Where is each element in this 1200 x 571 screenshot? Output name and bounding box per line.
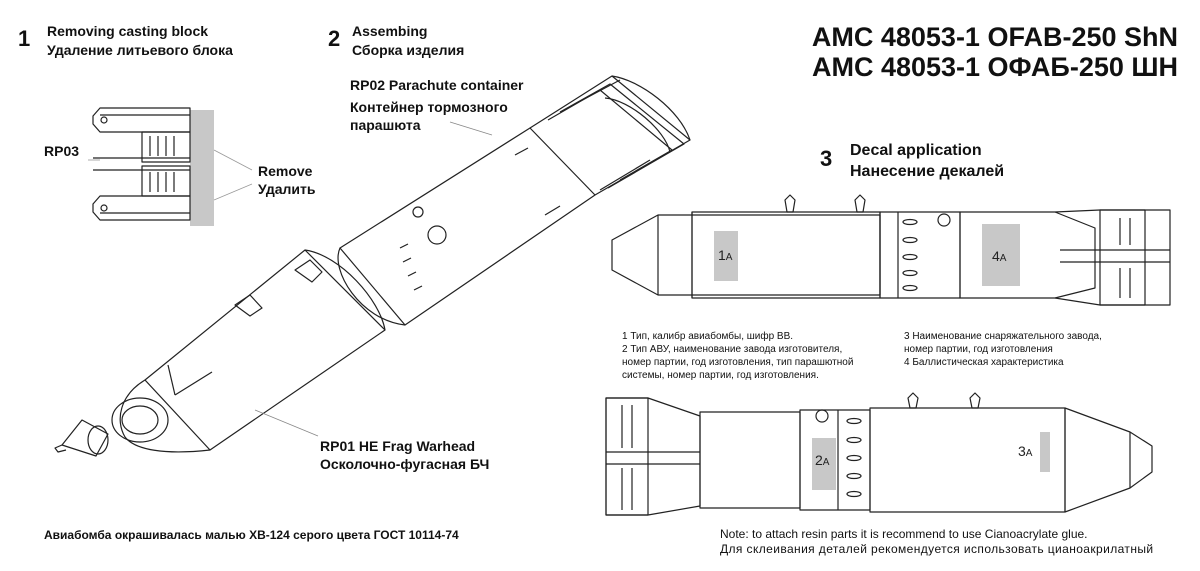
- side-view-upper: [611, 194, 1171, 306]
- bomb-assembly-drawing: [54, 75, 691, 457]
- decal-note-2a: 2 Тип АВУ, наименование завода изготовит…: [622, 344, 843, 355]
- decal-label-1: 1A: [718, 247, 733, 263]
- glue-note: Note: to attach resin parts it is recomm…: [720, 527, 1153, 557]
- step-1-title-en: Removing casting block: [47, 23, 209, 39]
- step-3-title-ru: Нанесение декалей: [850, 163, 1005, 180]
- glue-note-ru: Для склеивания деталей рекомендуется исп…: [720, 542, 1154, 556]
- rp02-label-ru-1: Контейнер тормозного: [350, 99, 508, 115]
- rp02-label-en: RP02 Parachute container: [350, 77, 524, 93]
- step-2-caption: Assembing Сборка изделия: [352, 22, 464, 60]
- step-1-title-ru: Удаление литьевого блока: [47, 42, 233, 58]
- step-1-number: 1: [18, 26, 31, 51]
- paint-note: Авиабомба окрашивалась малью ХВ-124 серо…: [44, 528, 459, 542]
- tail-fin-casting-drawing: [88, 107, 253, 226]
- decal-note-4: 4 Баллистическая характеристика: [904, 357, 1064, 368]
- decal-label-3: 3A: [1018, 443, 1033, 459]
- decal-4-area: [982, 224, 1020, 286]
- rp02-label-ru-2: парашюта: [350, 117, 421, 133]
- rp01-label-en: RP01 HE Frag Warhead: [320, 438, 476, 454]
- decal-note-3a: 3 Наименование снаряжательного завода,: [904, 331, 1102, 342]
- decal-label-2: 2A: [815, 452, 830, 468]
- decal-note-2c: системы, номер партии, год изготовления.: [622, 370, 819, 381]
- part-rp03-label: RP03: [44, 143, 80, 159]
- decal-notes-right: 3 Наименование снаряжательного завода, н…: [904, 330, 1102, 369]
- decal-note-2b: номер партии, год изготовления, тип пара…: [622, 357, 854, 368]
- part-rp01-label: RP01 HE Frag Warhead Осколочно-фугасная …: [320, 437, 489, 473]
- decal-1-area: [714, 231, 738, 281]
- step-3-number: 3: [820, 146, 833, 171]
- remove-label-ru: Удалить: [258, 181, 316, 197]
- title-line-cyrillic: AMC 48053-1 ОФАБ-250 ШН: [811, 52, 1178, 82]
- step-2-number: 2: [328, 26, 341, 51]
- step-2-title-en: Assembing: [352, 23, 428, 39]
- step-3-title-en: Decal application: [850, 142, 982, 159]
- remove-label-en: Remove: [258, 163, 313, 179]
- casting-block-gray: [190, 110, 214, 226]
- decal-label-4: 4A: [992, 248, 1007, 264]
- step-3-caption: Decal application Нанесение декалей: [850, 140, 1004, 182]
- remove-label: Remove Удалить: [258, 162, 315, 198]
- part-rp02-label: RP02 Parachute container Контейнер тормо…: [350, 76, 524, 134]
- step-1-caption: Removing casting block Удаление литьевог…: [47, 22, 233, 60]
- side-view-lower: [605, 392, 1153, 516]
- title-line-latin: AMC 48053-1 OFAB-250 ShN: [811, 22, 1178, 52]
- decal-note-1: 1 Тип, калибр авиабомбы, шифр ВВ.: [622, 331, 794, 342]
- glue-note-en: Note: to attach resin parts it is recomm…: [720, 527, 1088, 541]
- page-title: AMC 48053-1 OFAB-250 ShN AMC 48053-1 ОФА…: [812, 22, 1178, 82]
- decal-notes-left: 1 Тип, калибр авиабомбы, шифр ВВ. 2 Тип …: [622, 330, 853, 382]
- rp01-label-ru: Осколочно-фугасная БЧ: [320, 456, 490, 472]
- decal-2-area: [812, 438, 836, 490]
- step-2-title-ru: Сборка изделия: [352, 42, 465, 58]
- decal-3-area: [1040, 432, 1050, 472]
- decal-note-3b: номер партии, год изготовления: [904, 344, 1053, 355]
